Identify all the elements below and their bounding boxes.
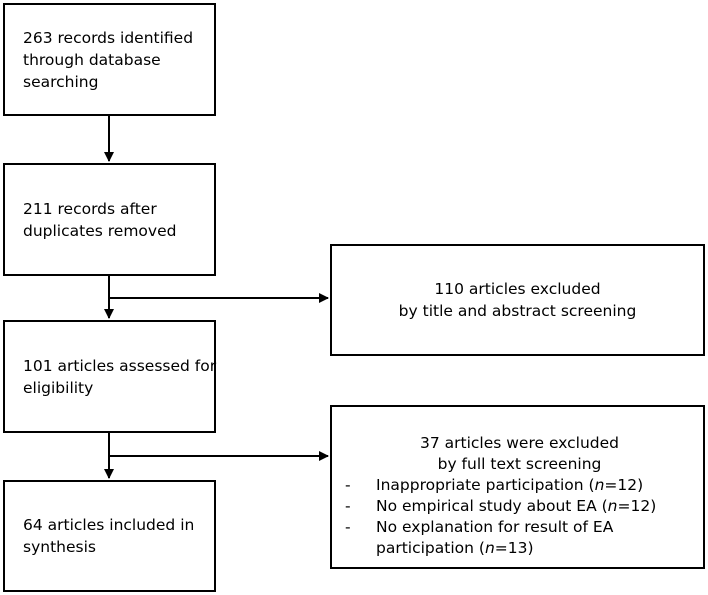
records-identified-box: 263 records identified through database … (3, 3, 216, 116)
records-identified-line-2: through database (23, 50, 161, 69)
exclusion-reason-1-n-label: n (594, 476, 605, 494)
articles-included-line-2: synthesis (23, 538, 96, 556)
articles-assessed-line-1: 101 articles assessed for (23, 356, 217, 375)
records-identified-line-3: searching (23, 72, 99, 91)
bullet-dash: - (345, 518, 351, 536)
exclusion-reason-3-continuation: participation (n=13) (376, 538, 697, 559)
full-text-exclusion-heading-line-2: by full text screening (437, 455, 602, 473)
exclusion-reason-1-text: Inappropriate participation ( (376, 476, 595, 494)
exclusion-reason-2-count: =12) (617, 497, 657, 515)
full-text-exclusion-box: 37 articles were excluded by full text s… (330, 405, 705, 569)
exclusion-reason-3-n-label: n (484, 539, 495, 557)
full-text-exclusion-heading-line-1: 37 articles were excluded (419, 434, 619, 452)
exclusion-reason-2-n-label: n (607, 497, 618, 515)
exclusion-reason-2-text: No empirical study about EA ( (376, 497, 608, 515)
exclusion-reason-2: - No empirical study about EA (n=12) (342, 496, 697, 517)
title-abstract-exclusion-box: 110 articles excluded by title and abstr… (330, 244, 705, 356)
records-identified-line-1: 263 records identified (23, 28, 194, 47)
exclusion-reason-3-count: =13) (494, 539, 534, 557)
bullet-dash: - (345, 476, 351, 494)
exclusion-reason-3-continuation-text: participation ( (376, 539, 485, 557)
records-after-duplicates-line-1: 211 records after (23, 199, 157, 218)
articles-included-line-1: 64 articles included in (23, 516, 195, 534)
exclusion-reason-3-text: No explanation for result of EA (376, 518, 614, 536)
records-after-duplicates-box: 211 records after duplicates removed (3, 163, 216, 276)
exclusion-reason-1: - Inappropriate participation (n=12) (342, 475, 697, 496)
title-abstract-exclusion-line-2: by title and abstract screening (398, 302, 637, 320)
title-abstract-exclusion-line-1: 110 articles excluded (434, 280, 601, 298)
bullet-dash: - (345, 497, 351, 515)
articles-assessed-box: 101 articles assessed for eligibility (3, 320, 216, 433)
exclusion-reason-3: - No explanation for result of EA partic… (342, 517, 697, 559)
articles-assessed-line-2: eligibility (23, 378, 94, 397)
records-after-duplicates-line-2: duplicates removed (23, 221, 177, 240)
full-text-exclusion-heading: 37 articles were excluded by full text s… (342, 433, 697, 475)
exclusion-reason-1-count: =12) (604, 476, 644, 494)
articles-included-box: 64 articles included in synthesis (3, 480, 216, 592)
